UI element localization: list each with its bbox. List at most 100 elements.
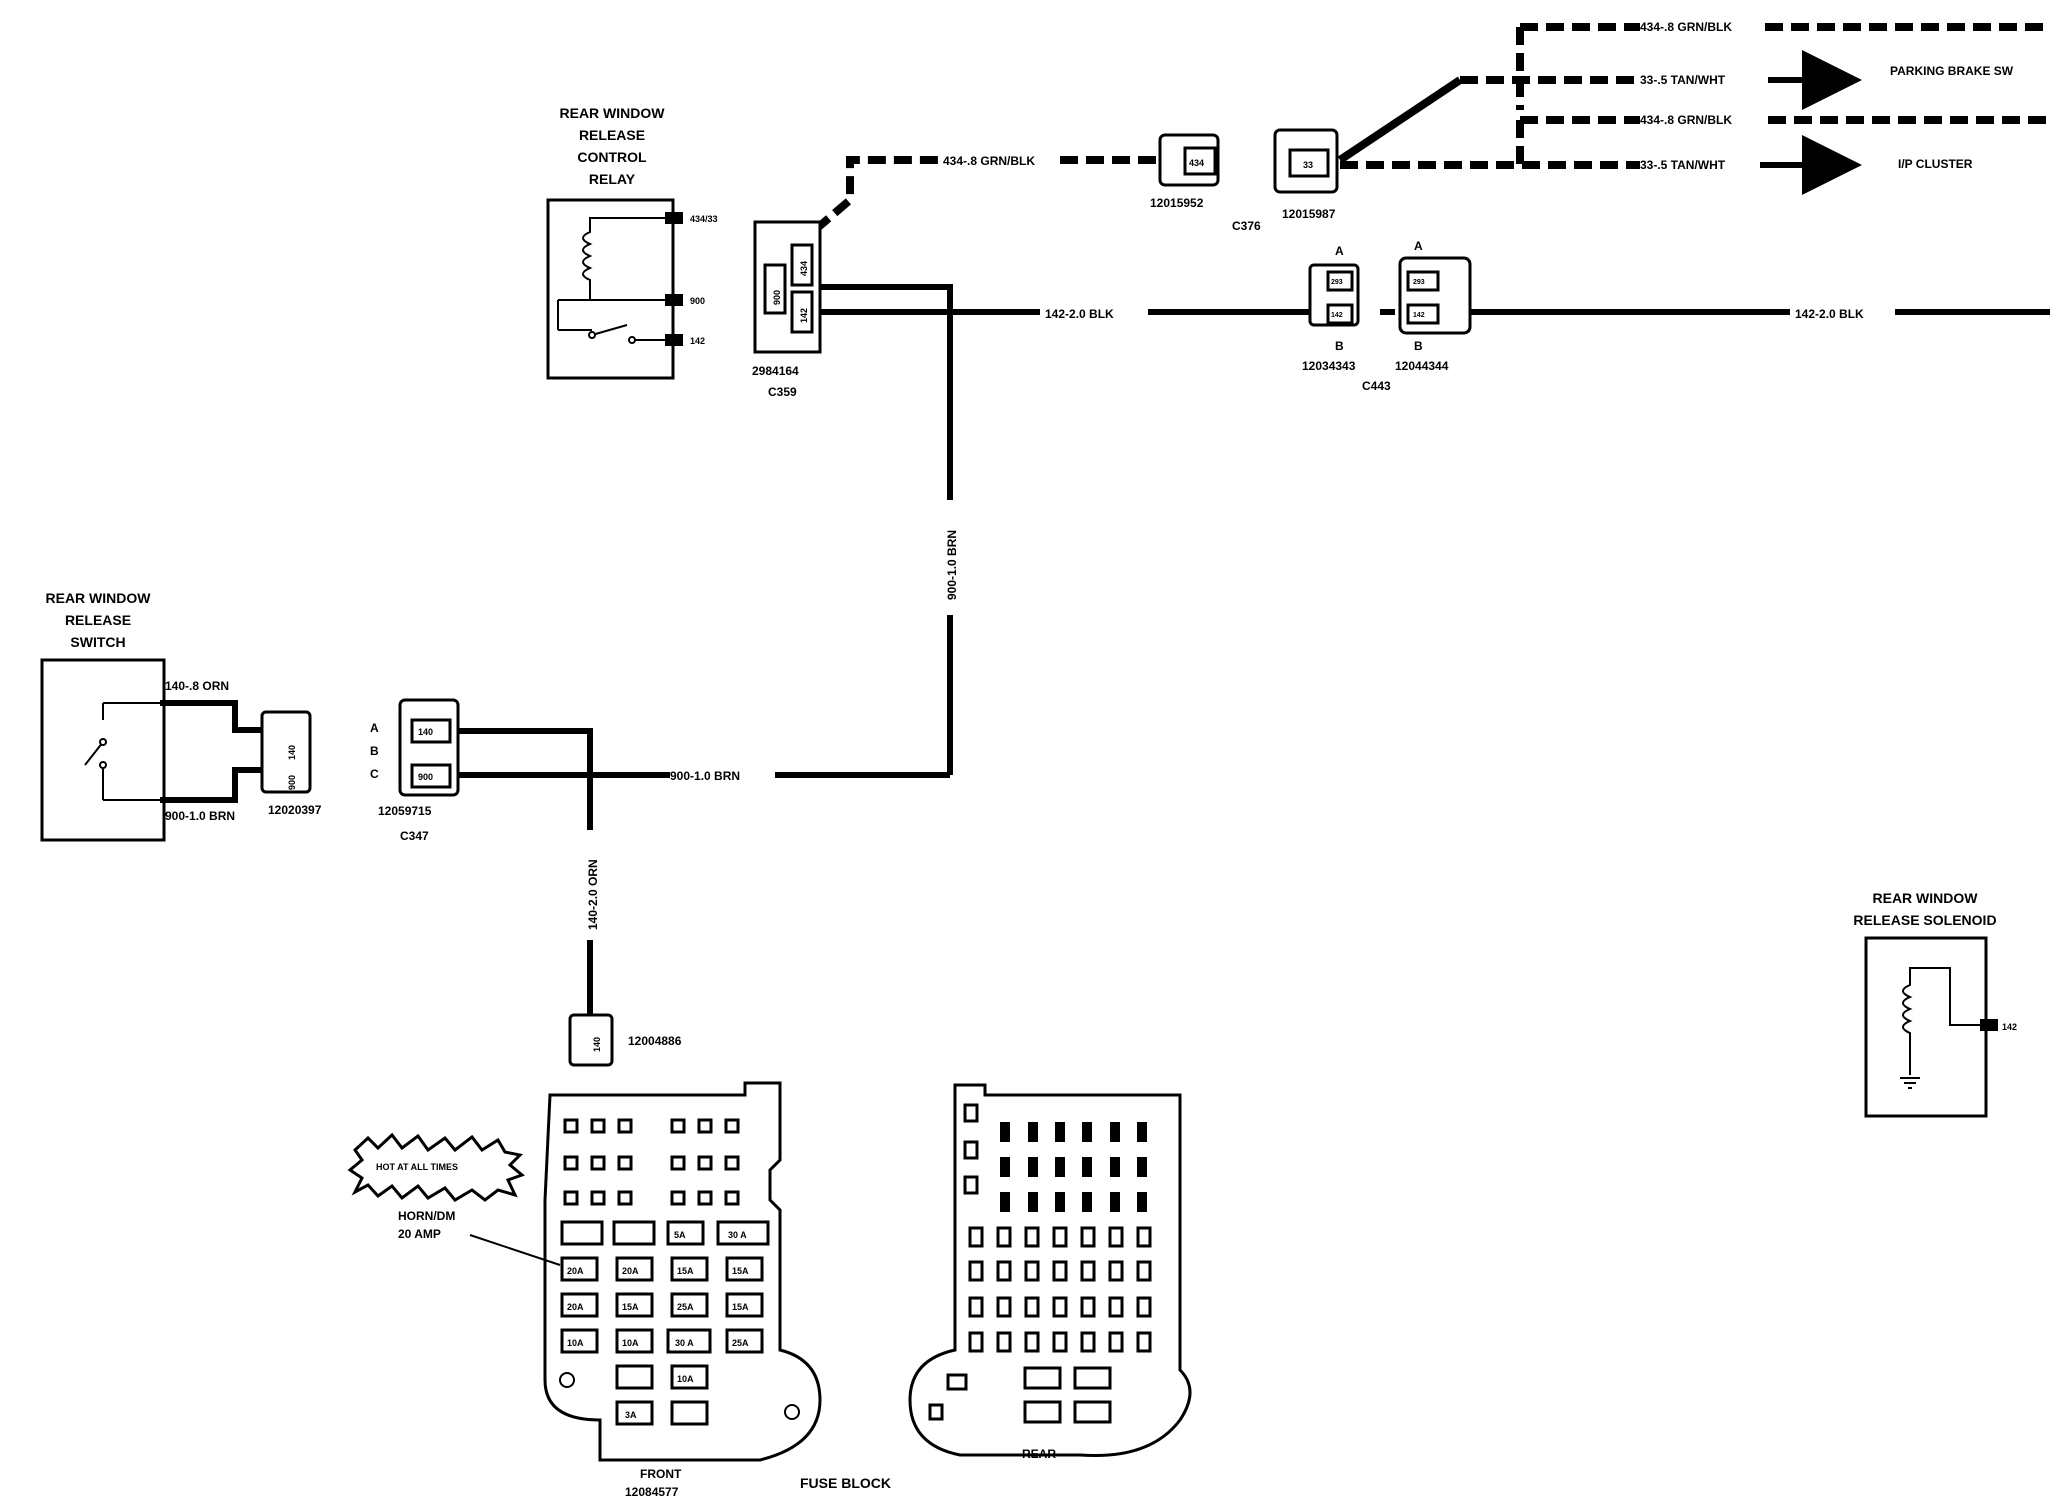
- svg-text:434: 434: [799, 261, 809, 276]
- solenoid-block: REAR WINDOW RELEASE SOLENOID 142: [1853, 890, 2017, 1118]
- part-12015952: 12015952: [1150, 196, 1204, 210]
- fuse-block-rear: REAR: [908, 1083, 1192, 1461]
- wire-label-142-left: 142-2.0 BLK: [1045, 307, 1114, 321]
- dest-parking-brake: PARKING BRAKE SW: [1890, 64, 2014, 78]
- wire-434-mid: 434-.8 GRN/BLK: [1516, 113, 2050, 165]
- svg-text:RELEASE: RELEASE: [65, 612, 131, 628]
- svg-text:25A: 25A: [677, 1302, 694, 1312]
- svg-text:30 A: 30 A: [728, 1230, 747, 1240]
- rear-fuse-grid: [928, 1103, 1152, 1424]
- svg-text:900: 900: [690, 296, 705, 306]
- fuse-block-front: 5A 30 A 20A 20A 15A 15A 20A 15A 25A 15A …: [543, 1081, 822, 1499]
- fuse-grid-front: 5A 30 A 20A 20A 15A 15A 20A 15A 25A 15A …: [559, 1118, 800, 1426]
- connector-id-c347: C347: [400, 829, 429, 843]
- svg-text:5A: 5A: [674, 1230, 686, 1240]
- connector-12004886: 140 12004886: [568, 1013, 682, 1067]
- svg-text:33: 33: [1303, 160, 1313, 170]
- connector-id-c443: C443: [1362, 379, 1391, 393]
- svg-text:142: 142: [1331, 312, 1343, 319]
- part-12015987: 12015987: [1282, 207, 1336, 221]
- svg-text:20A: 20A: [622, 1266, 639, 1276]
- wire-label-900-switch: 900-1.0 BRN: [165, 809, 235, 823]
- wire-label-140-switch: 140-.8 ORN: [165, 679, 229, 693]
- svg-text:25A: 25A: [732, 1338, 749, 1348]
- svg-text:B: B: [1335, 339, 1344, 353]
- callout-20-amp: 20 AMP: [398, 1227, 441, 1241]
- part-12004886: 12004886: [628, 1034, 682, 1048]
- svg-text:RELEASE SOLENOID: RELEASE SOLENOID: [1853, 912, 1996, 928]
- part-12059715: 12059715: [378, 804, 432, 818]
- fuse-rear-label: REAR: [1022, 1447, 1056, 1461]
- wire-434-top: 434-.8 GRN/BLK: [1516, 20, 2050, 110]
- wire-label-142-right: 142-2.0 BLK: [1795, 307, 1864, 321]
- svg-text:CONTROL: CONTROL: [577, 149, 647, 165]
- wire-label-33-mid: 33-.5 TAN/WHT: [1640, 158, 1726, 172]
- fuse-callout: HOT AT ALL TIMES HORN/DM 20 AMP: [347, 1132, 561, 1266]
- svg-text:140: 140: [418, 727, 433, 737]
- relay-block: REAR WINDOW RELEASE CONTROL RELAY 434/33…: [546, 105, 718, 380]
- svg-text:RELAY: RELAY: [589, 171, 636, 187]
- wire-label-434-top: 434-.8 GRN/BLK: [1640, 20, 1732, 34]
- part-12084577: 12084577: [625, 1485, 679, 1499]
- fuse-block-title: FUSE BLOCK: [800, 1475, 891, 1491]
- wire-140: 140-2.0 ORN: [458, 728, 600, 1015]
- svg-text:15A: 15A: [732, 1302, 749, 1312]
- svg-text:B: B: [370, 744, 379, 758]
- svg-text:434: 434: [1189, 158, 1204, 168]
- svg-text:A: A: [370, 721, 379, 735]
- wire-142: 142-2.0 BLK 142-2.0 BLK: [820, 307, 2050, 321]
- part-12044344: 12044344: [1395, 359, 1449, 373]
- svg-text:C: C: [370, 767, 379, 781]
- svg-text:293: 293: [1413, 279, 1425, 286]
- switch-block: REAR WINDOW RELEASE SWITCH 140-.8 ORN 90…: [40, 590, 322, 842]
- svg-text:434/33: 434/33: [690, 214, 718, 224]
- svg-text:REAR WINDOW: REAR WINDOW: [46, 590, 152, 606]
- part-12020397: 12020397: [268, 803, 322, 817]
- connector-c359: 900 434 142 2984164 C359: [752, 220, 822, 399]
- svg-text:15A: 15A: [732, 1266, 749, 1276]
- part-12034343: 12034343: [1302, 359, 1356, 373]
- svg-text:900: 900: [287, 775, 297, 790]
- part-2984164: 2984164: [752, 364, 799, 378]
- svg-text:20A: 20A: [567, 1302, 584, 1312]
- wire-label-33-top: 33-.5 TAN/WHT: [1640, 73, 1726, 87]
- svg-text:3A: 3A: [625, 1410, 637, 1420]
- dest-ip-cluster: I/P CLUSTER: [1898, 157, 1973, 171]
- fuse-front-label: FRONT: [640, 1467, 682, 1481]
- svg-text:142: 142: [690, 336, 705, 346]
- svg-text:142: 142: [799, 308, 809, 323]
- connector-c376: 434 12015952 33 12015987 C376: [1150, 128, 1339, 233]
- svg-text:20A: 20A: [567, 1266, 584, 1276]
- wire-label-140-vertical: 140-2.0 ORN: [586, 859, 600, 930]
- svg-text:142: 142: [2002, 1022, 2017, 1032]
- connector-c443: 293 142 A B 12034343 293 142 A B 1204434…: [1302, 239, 1472, 393]
- wire-434-relay: 434-.8 GRN/BLK: [812, 154, 1160, 234]
- wire-33-mid: 33-.5 TAN/WHT I/P CLUSTER: [1340, 135, 1973, 195]
- svg-text:900: 900: [418, 772, 433, 782]
- connector-id-c359: C359: [768, 385, 797, 399]
- svg-text:REAR WINDOW: REAR WINDOW: [1873, 890, 1979, 906]
- svg-text:10A: 10A: [567, 1338, 584, 1348]
- svg-text:A: A: [1335, 244, 1344, 258]
- svg-text:15A: 15A: [677, 1266, 694, 1276]
- svg-text:900: 900: [772, 290, 782, 305]
- svg-text:140: 140: [592, 1037, 602, 1052]
- svg-text:15A: 15A: [622, 1302, 639, 1312]
- wire-900: 900-1.0 BRN 900-1.0 BRN: [455, 284, 959, 783]
- svg-text:142: 142: [1413, 312, 1425, 319]
- callout-horn-dm: HORN/DM: [398, 1209, 455, 1223]
- svg-text:10A: 10A: [677, 1374, 694, 1384]
- wire-label-434-relay: 434-.8 GRN/BLK: [943, 154, 1035, 168]
- svg-text:10A: 10A: [622, 1338, 639, 1348]
- wire-label-900-vertical: 900-1.0 BRN: [945, 530, 959, 600]
- svg-text:SWITCH: SWITCH: [70, 634, 125, 650]
- svg-text:RELEASE: RELEASE: [579, 127, 645, 143]
- svg-text:140: 140: [287, 745, 297, 760]
- connector-id-c376: C376: [1232, 219, 1261, 233]
- svg-text:A: A: [1414, 239, 1423, 253]
- connector-c347: 140 900 A B C 12059715 C347: [370, 698, 460, 843]
- svg-text:30 A: 30 A: [675, 1338, 694, 1348]
- wire-label-434-mid: 434-.8 GRN/BLK: [1640, 113, 1732, 127]
- svg-text:B: B: [1414, 339, 1423, 353]
